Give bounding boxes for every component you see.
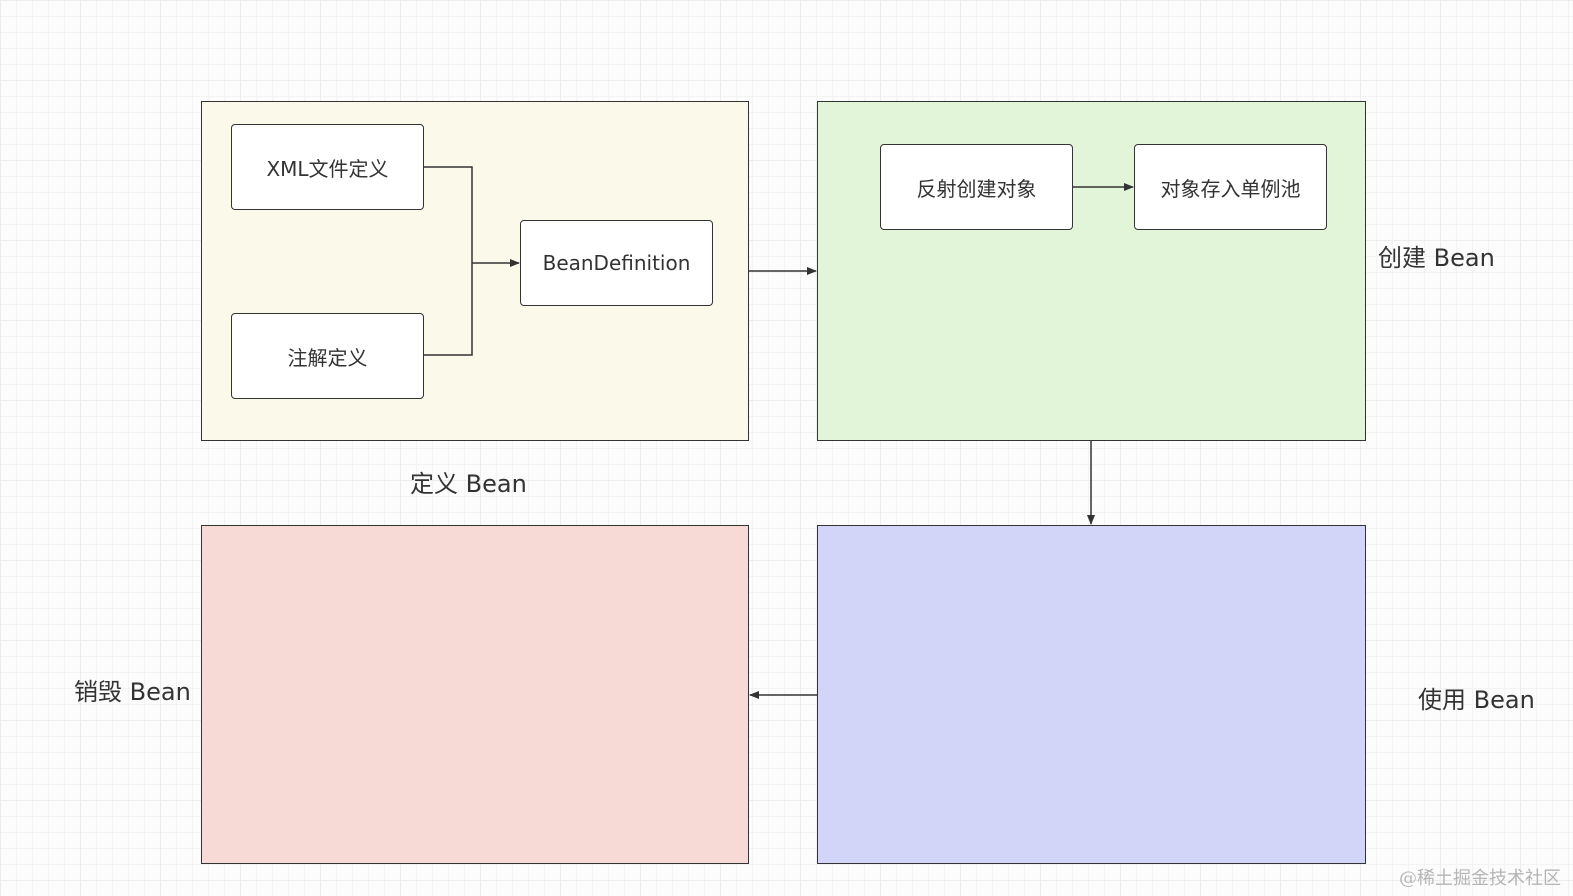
connector-xml-to-merge bbox=[424, 166, 473, 263]
annotation-definition-node: 注解定义 bbox=[231, 313, 424, 399]
create-bean-caption: 创建 Bean bbox=[1378, 244, 1495, 272]
watermark: @稀土掘金技术社区 bbox=[1399, 868, 1561, 889]
store-singleton-node: 对象存入单例池 bbox=[1134, 144, 1327, 230]
reflect-create-node: 反射创建对象 bbox=[880, 144, 1073, 230]
bean-definition-node: BeanDefinition bbox=[520, 220, 713, 306]
destroy-bean-panel bbox=[201, 525, 749, 864]
xml-definition-node: XML文件定义 bbox=[231, 124, 424, 210]
use-bean-caption: 使用 Bean bbox=[1418, 686, 1535, 714]
use-bean-panel bbox=[817, 525, 1366, 864]
connector-annotation-to-merge bbox=[424, 263, 473, 356]
destroy-bean-caption: 销毁 Bean bbox=[74, 678, 191, 706]
define-bean-caption: 定义 Bean bbox=[410, 470, 527, 498]
